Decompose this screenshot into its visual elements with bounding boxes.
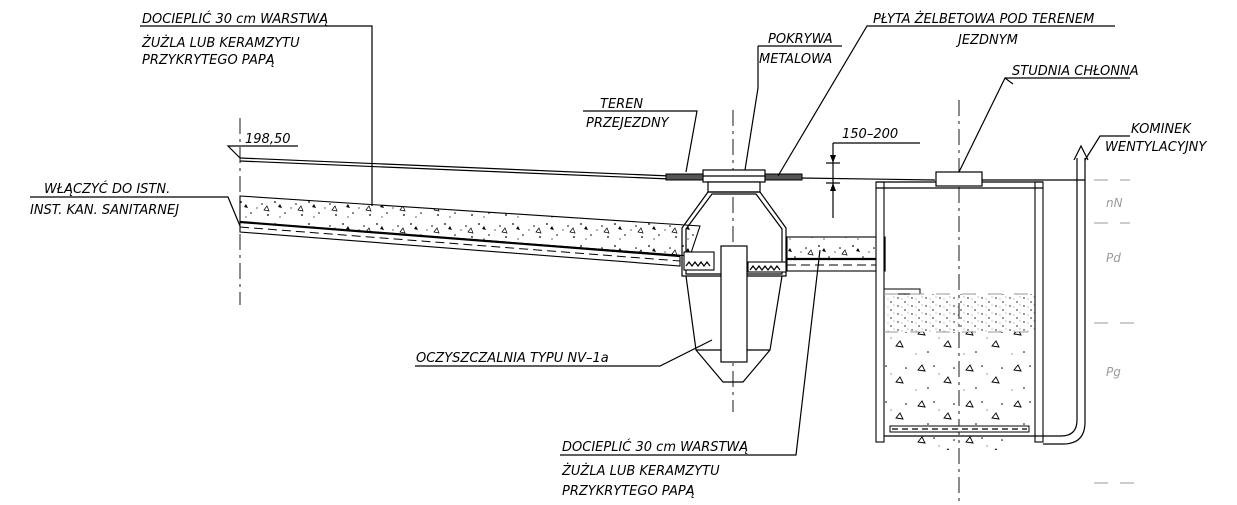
insulation-bottom-label-3: PRZYKRYTEGO PAPĄ: [562, 484, 695, 499]
elevation-marker: 198,50: [226, 132, 298, 159]
vent-stack: [1043, 144, 1089, 445]
slab-label-1: PŁYTA ŻELBETOWA POD TERENEM: [873, 11, 1094, 27]
leader-lines: [30, 25, 1130, 456]
vent-label-2: WENTYLACYJNY: [1105, 140, 1207, 155]
terrain-label-2: PRZEJEZDNY: [586, 116, 670, 131]
cover-label-1: POKRYWA: [768, 32, 833, 47]
vent-label-1: KOMINEK: [1131, 122, 1192, 137]
outlet-insulation: [786, 236, 886, 272]
slab-left: [665, 173, 707, 181]
insulation-bottom-label-2: ŻUŻLA LUB KERAMZYTU: [561, 463, 720, 479]
terrain-label-1: TEREN: [600, 97, 643, 112]
soil-layer-Pg: Pg: [1106, 365, 1121, 379]
soil-layer-Pd: Pd: [1106, 251, 1121, 265]
insulation-top-label-2: ŻUŻLA LUB KERAMZYTU: [141, 35, 300, 51]
depth-dimension: 150–200: [826, 127, 920, 218]
internal-riser: [720, 245, 748, 363]
insulation-top-label-3: PRZYKRYTEGO PAPĄ: [142, 53, 275, 68]
cover-label-2: METALOWA: [759, 52, 832, 67]
absorption-well: [875, 171, 1044, 450]
elevation-label: 198,50: [245, 132, 291, 147]
treatment-plant-label: OCZYSZCZALNIA TYPU NV–1a: [416, 351, 609, 366]
inlet-insulation: [239, 195, 701, 267]
soil-layer-nN: nN: [1106, 196, 1123, 210]
connect-label-1: WŁĄCZYĆ DO ISTN.: [44, 181, 170, 197]
insulation-top-label-1: DOCIEPLIĆ 30 cm WARSTWĄ: [142, 11, 328, 27]
slab-right: [761, 173, 803, 181]
soil-profile: nN Pd Pg: [1094, 179, 1140, 484]
slab-label-2: JEZDNYM: [955, 33, 1018, 48]
depth-label: 150–200: [842, 127, 898, 142]
ground-surface: [239, 157, 1085, 181]
connect-label-2: INST. KAN. SANITARNEJ: [30, 203, 179, 218]
well-lid: [935, 171, 983, 187]
well-label: STUDNIA CHŁONNA: [1012, 64, 1139, 79]
insulation-bottom-label-1: DOCIEPLIĆ 30 cm WARSTWĄ: [562, 439, 748, 455]
treatment-plant: [665, 169, 803, 383]
